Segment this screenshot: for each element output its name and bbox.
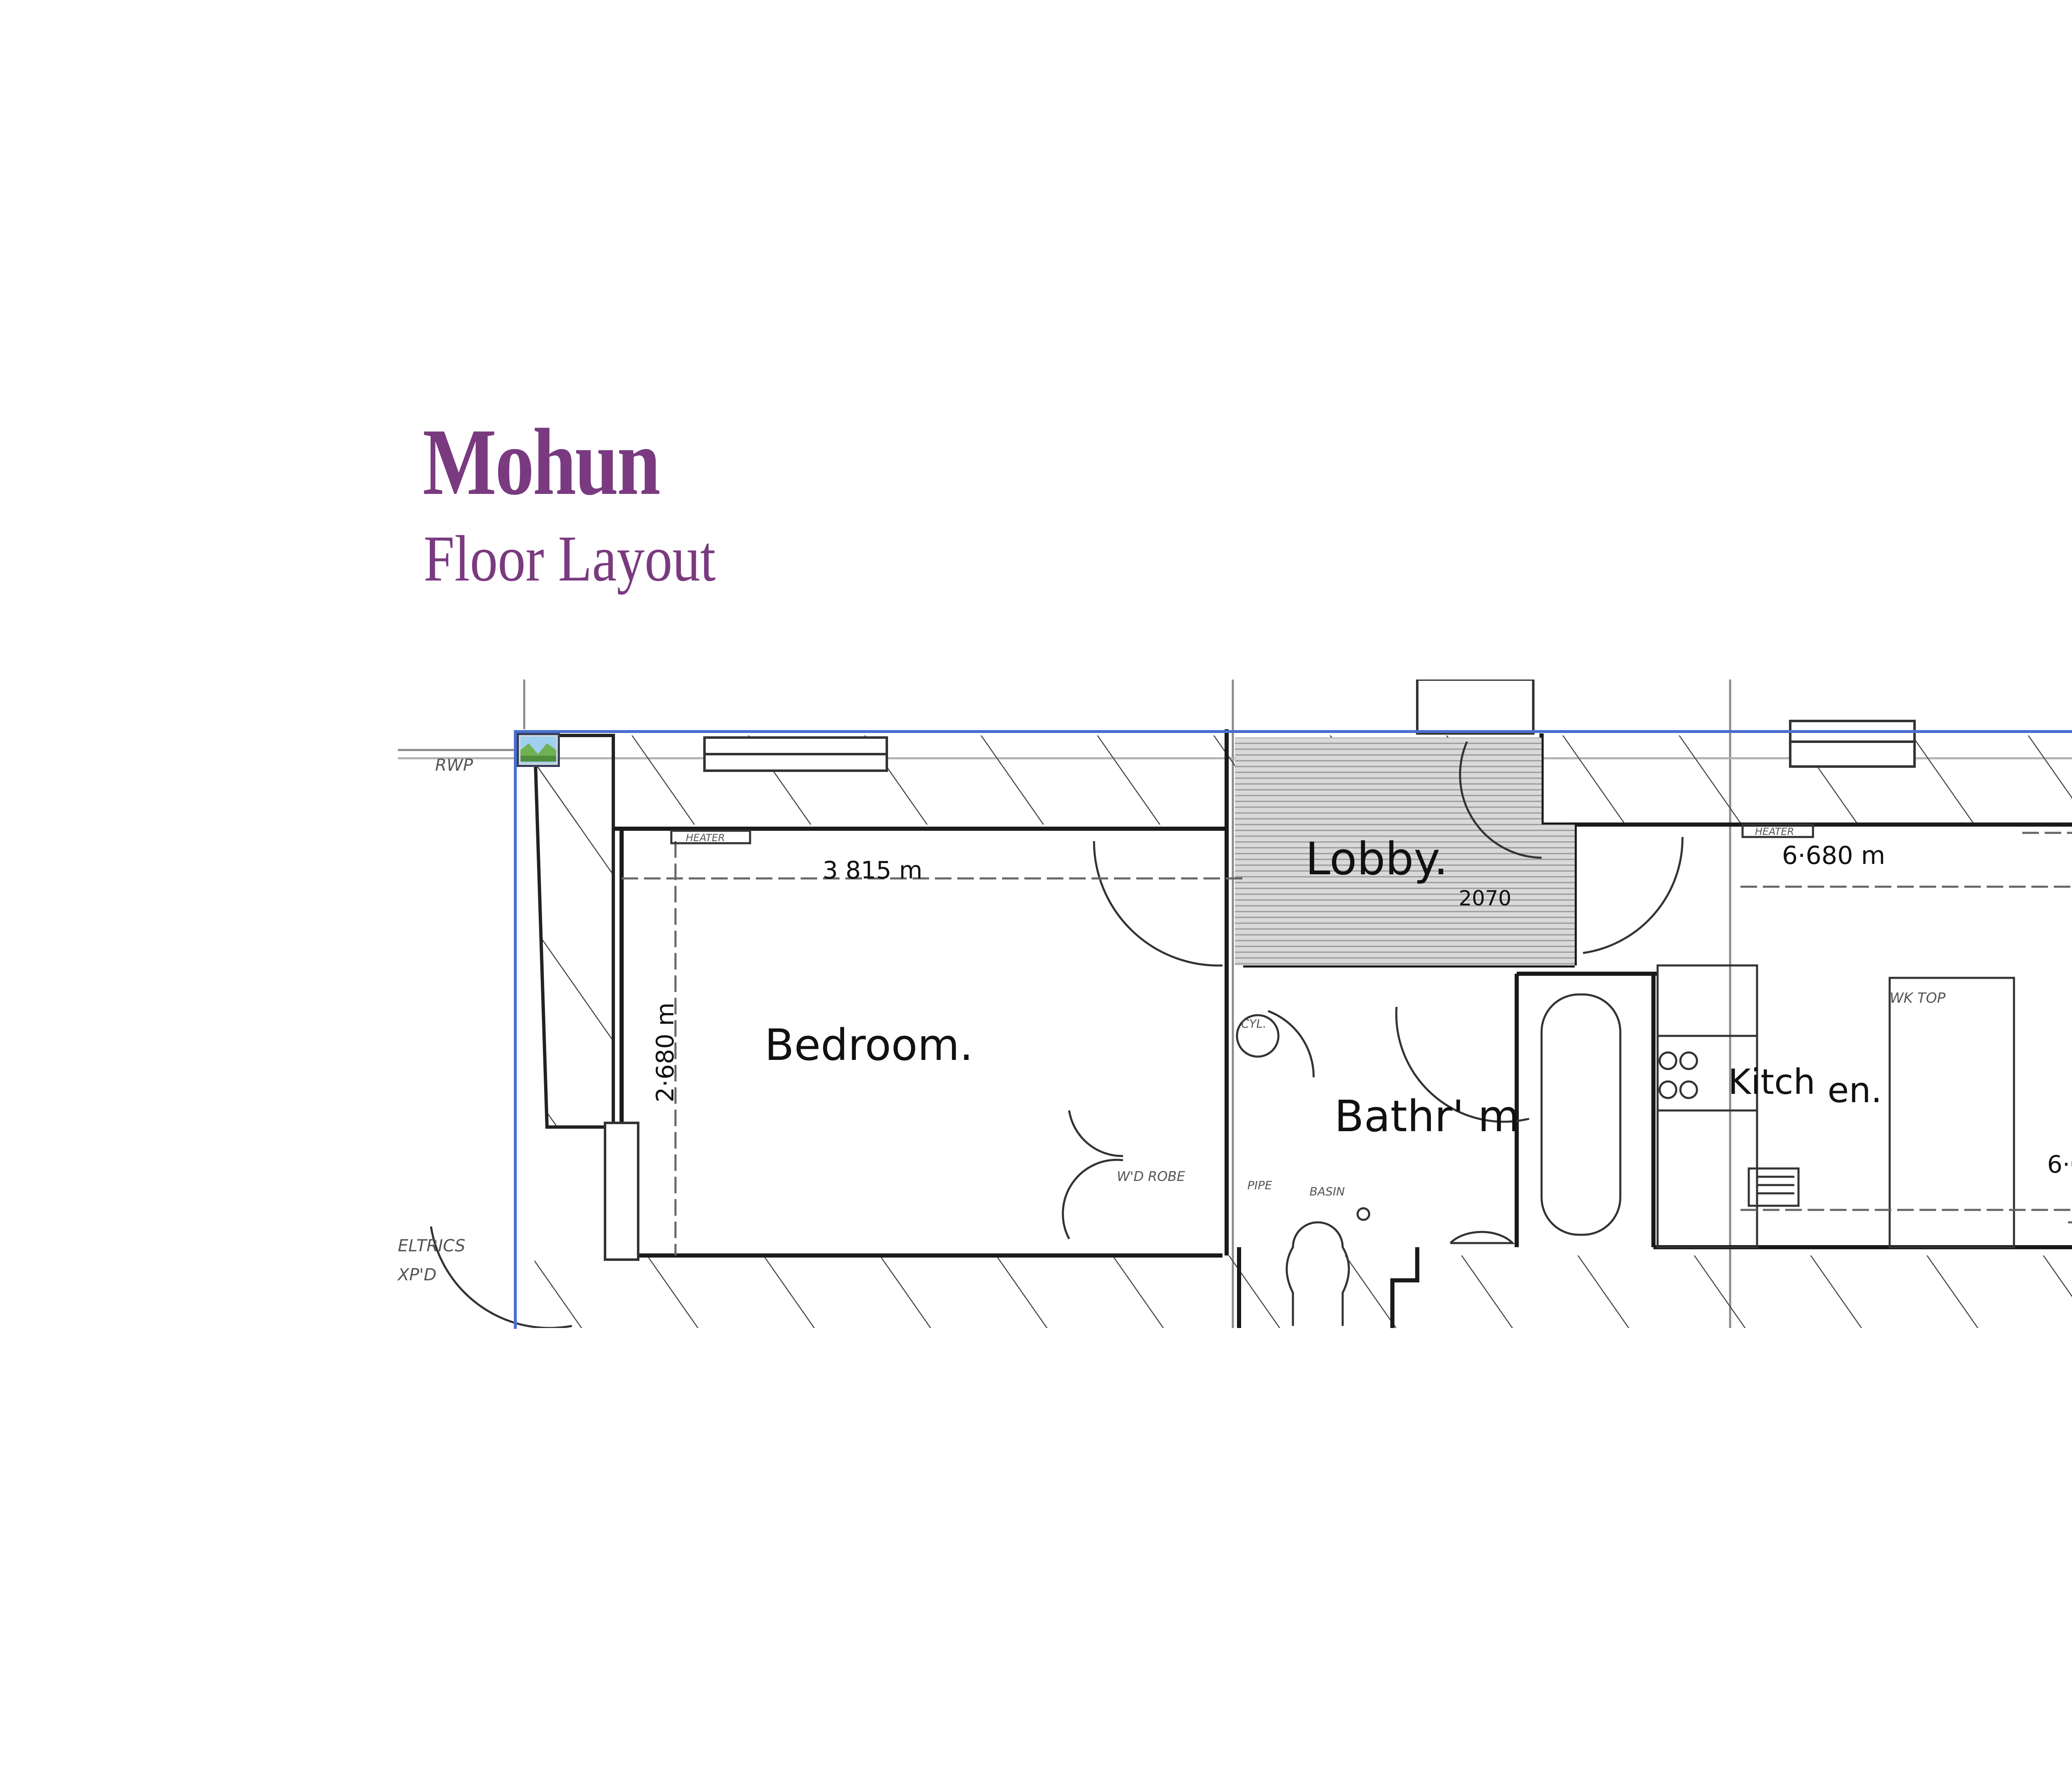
dimension-lounge-bottom: 6·090m bbox=[2047, 1150, 2072, 1178]
room-label-kitchen-part2: en. bbox=[1828, 1070, 1882, 1110]
annotation-rwp-top-left: RWP bbox=[435, 756, 473, 775]
landscape-icon bbox=[520, 737, 556, 763]
room-label-bedroom: Bedroom. bbox=[765, 1020, 973, 1070]
windows bbox=[604, 680, 1916, 1261]
dimension-bedroom-width: 3 815 m bbox=[823, 856, 922, 884]
room-label-lobby: Lobby. bbox=[1305, 833, 1448, 885]
annotation-cylinder: CYL. bbox=[1241, 1017, 1266, 1030]
annotation-wardrobe: W'D ROBE bbox=[1117, 1168, 1186, 1184]
annotation-heater-bedroom: HEATER bbox=[686, 832, 725, 844]
annotation-pipe: PIPE bbox=[1247, 1178, 1272, 1192]
annotation-electrics-line1: ELTRICS bbox=[398, 1236, 465, 1255]
slide-subtitle[interactable]: Floor Layout bbox=[424, 522, 716, 595]
image-placeholder-icon bbox=[517, 733, 560, 767]
lounge-outline bbox=[622, 832, 2072, 1255]
annotation-heater-lounge: HEATER bbox=[1755, 826, 1794, 837]
plan-content: Bedroom. Lobby. Bathr' m Kitch en. Loung… bbox=[397, 680, 2072, 1328]
image-selection-frame[interactable] bbox=[514, 730, 2072, 1329]
annotation-worktop: WK TOP bbox=[1890, 990, 1946, 1006]
lobby-floor bbox=[1235, 738, 1542, 965]
room-label-kitchen-part1: Kitch bbox=[1728, 1062, 1815, 1102]
heaters bbox=[670, 823, 1814, 844]
doors bbox=[430, 741, 1684, 1328]
kitchen-hob bbox=[1656, 964, 2015, 1248]
dimension-lounge-top: 6·680 m bbox=[1782, 841, 1885, 870]
annotation-electrics-line2: XP'D bbox=[397, 1265, 436, 1284]
dimension-lobby: 2070 bbox=[1459, 886, 1511, 910]
dimension-bedroom-depth: 2·680 m bbox=[651, 1003, 679, 1103]
annotation-basin: BASIN bbox=[1310, 1185, 1345, 1198]
slide-title[interactable]: Mohun bbox=[423, 409, 661, 515]
room-label-bathroom: Bathr' m bbox=[1334, 1091, 1520, 1142]
bathroom-fittings bbox=[1236, 993, 1622, 1326]
